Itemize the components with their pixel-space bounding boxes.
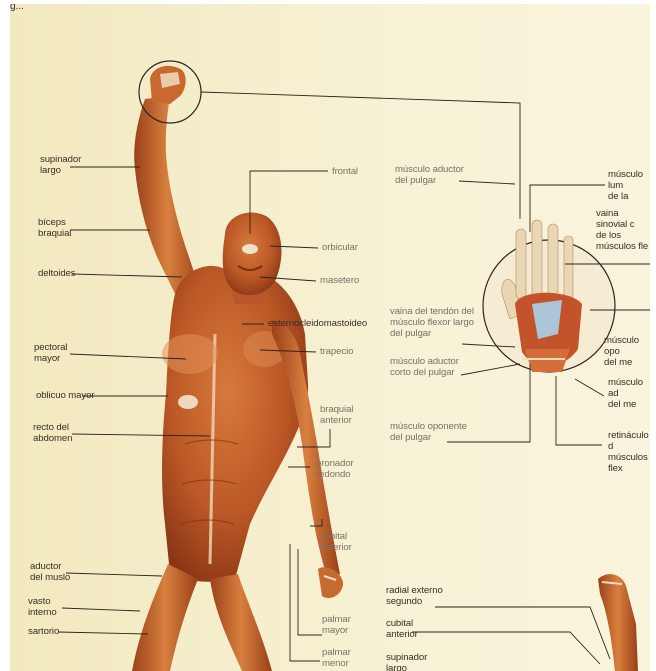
label-oblicuo-mayor: oblicuo mayor (36, 390, 94, 401)
label-vasto-interno: vasto interno (28, 596, 57, 618)
label-supinador-largo-2: supinador largo (386, 652, 427, 671)
label-cubital-anterior: cubital anterior (320, 531, 352, 553)
label-palmar-menor: palmar menor (322, 647, 351, 669)
label-musculo-aductor-pulgar: músculo aductor del pulgar (395, 164, 464, 186)
label-recto-abdomen: recto del abdomen (33, 422, 72, 444)
label-frontal: frontal (332, 166, 358, 177)
label-vaina-tendon-flexor: vaina del tendón del músculo flexor larg… (390, 306, 474, 339)
label-radial-externo-segundo: radial externo segundo (386, 585, 443, 607)
label-masetero: masetero (320, 275, 359, 286)
label-sartorio: sartorio (28, 626, 59, 637)
label-musculo-lumbrical: músculo lum de la (608, 169, 650, 202)
anatomy-page: g... (10, 4, 650, 671)
label-pronador-redondo: pronador redondo (316, 458, 354, 480)
label-aductor-menique: músculo ad del me (608, 377, 650, 410)
label-aductor-muslo: aductor del muslo (30, 561, 70, 583)
torso (162, 266, 308, 582)
label-braquial-anterior: braquial anterior (320, 404, 353, 426)
label-orbicular: orbicular (322, 242, 358, 253)
label-deltoides: deltoides (38, 268, 76, 279)
forearm-fragment (598, 574, 638, 671)
label-aductor-corto-pulgar: músculo aductor corto del pulgar (390, 356, 459, 378)
label-trapecio: trapecio (320, 346, 353, 357)
label-retinaculo: retináculo d músculos flex (608, 430, 650, 474)
label-oponente-menique: músculo opo del me (604, 335, 650, 368)
label-supinador-largo: supinador largo (40, 154, 81, 176)
label-pectoral-mayor: pectoral mayor (34, 342, 67, 364)
label-palmar-mayor: palmar mayor (322, 614, 351, 636)
label-biceps-braquial: bíceps braquial (38, 217, 71, 239)
label-oponente-pulgar: músculo oponente del pulgar (390, 421, 467, 443)
label-cubital-anterior-2: cubital anterior (386, 618, 418, 640)
label-vaina-sinovial: vaina sinovial c de los músculos fle (596, 208, 650, 252)
left-leg (132, 564, 198, 671)
muscular-figure-illustration (10, 4, 650, 671)
label-esternocleidomastoideo: esternocleidomastoideo (268, 318, 367, 329)
right-leg (210, 574, 272, 671)
